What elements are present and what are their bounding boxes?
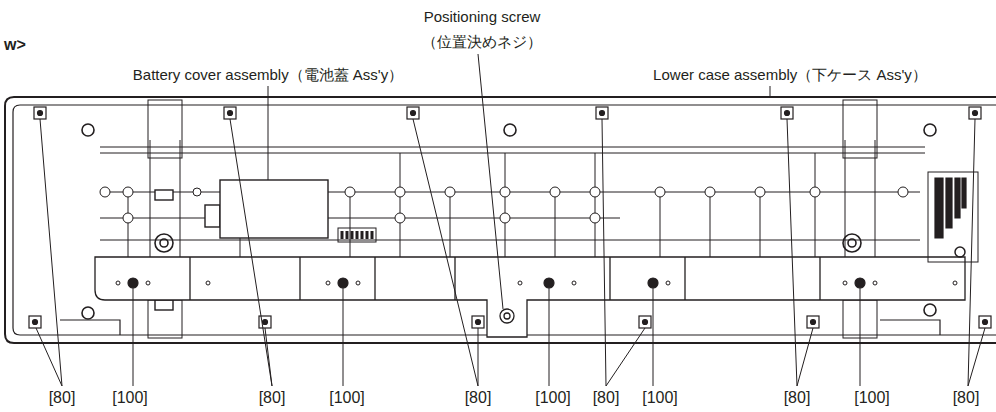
lower-case-outline: [5, 97, 996, 343]
rating-sticker: [928, 172, 978, 262]
callout-number: [100]: [112, 389, 148, 407]
callout-number: [100]: [535, 389, 571, 407]
callout-number: [100]: [642, 389, 678, 407]
callout-number: [100]: [329, 389, 365, 407]
callout-number: [80]: [259, 389, 286, 407]
dip-switch: [338, 228, 376, 242]
view-title: w>: [4, 36, 26, 54]
callout-number: [80]: [953, 389, 980, 407]
part-name: （位置決めネジ）: [422, 34, 542, 51]
callout-number: [80]: [465, 389, 492, 407]
part-name: Positioning screw: [424, 9, 541, 26]
small-holes: [116, 281, 957, 285]
callout-number: [80]: [49, 389, 76, 407]
lower-rail: [95, 257, 965, 337]
callout-number: [80]: [593, 389, 620, 407]
leader-lines: [36, 54, 985, 386]
part-name: Battery cover assembly（電池蓋 Ass'y）: [133, 67, 403, 84]
callout-number: [80]: [784, 389, 811, 407]
callout-number: [100]: [854, 389, 890, 407]
part-name: Lower case assembly（下ケース Ass'y）: [653, 67, 927, 84]
screw-100: [128, 278, 865, 288]
screw-80: [29, 107, 991, 328]
